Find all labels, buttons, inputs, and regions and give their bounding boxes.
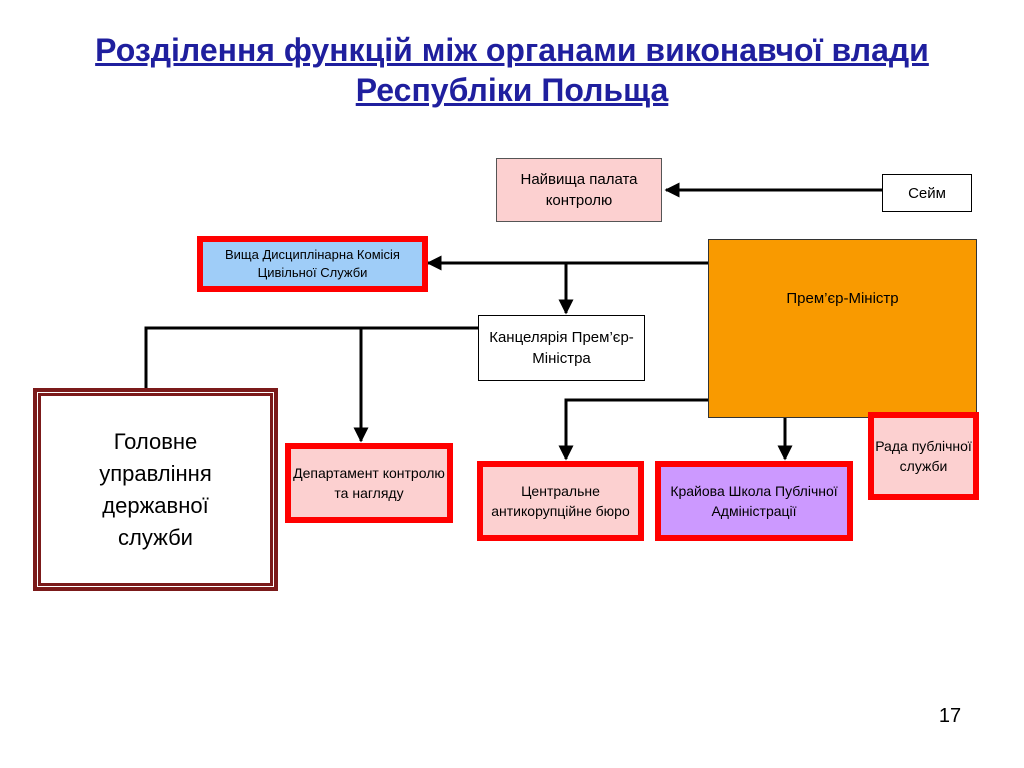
pm-box[interactable]: Прем’єр-Міністр bbox=[708, 239, 977, 418]
kprm-label: Канцелярія Прем’єр-Міністра bbox=[489, 329, 634, 367]
slide-title: Розділення функцій між органами виконавч… bbox=[0, 30, 1024, 110]
school-label: Крайова Школа Публічної Адміністрації bbox=[670, 483, 838, 519]
vdk-label: Вища Дисциплінарна Комісія Цивільної Слу… bbox=[225, 247, 400, 280]
nik-label: Найвища палата контролю bbox=[520, 171, 638, 209]
cba-box[interactable]: Центральне антикорупційне бюро bbox=[477, 461, 644, 541]
cba-label: Центральне антикорупційне бюро bbox=[491, 483, 630, 519]
arrow-pm-to-cba bbox=[558, 398, 708, 461]
slide-title-line1: Розділення функцій між органами виконавч… bbox=[95, 32, 929, 68]
kprm-box[interactable]: Канцелярія Прем’єр-Міністра bbox=[478, 315, 645, 381]
council-label: Рада публічної служби bbox=[875, 438, 972, 474]
school-box[interactable]: Крайова Школа Публічної Адміністрації bbox=[655, 461, 853, 541]
sejm-box[interactable]: Сейм bbox=[882, 174, 972, 212]
dept-box[interactable]: Департамент контролю та нагляду bbox=[285, 443, 453, 523]
slide-title-line2: Республіки Польща bbox=[355, 72, 669, 108]
nik-box[interactable]: Найвища палата контролю bbox=[496, 158, 662, 222]
main-office-box[interactable]: Головне управління державної служби bbox=[33, 388, 278, 591]
council-box[interactable]: Рада публічної служби bbox=[868, 412, 979, 500]
vdk-box[interactable]: Вища Дисциплінарна Комісія Цивільної Слу… bbox=[197, 236, 428, 292]
main-office-label: Головне управління державної служби bbox=[99, 428, 212, 550]
dept-label: Департамент контролю та нагляду bbox=[293, 465, 445, 501]
sejm-label: Сейм bbox=[908, 184, 946, 202]
pm-label: Прем’єр-Міністр bbox=[786, 290, 899, 307]
line-kprm-to-main-office bbox=[144, 326, 478, 388]
page-number: 17 bbox=[938, 705, 962, 727]
